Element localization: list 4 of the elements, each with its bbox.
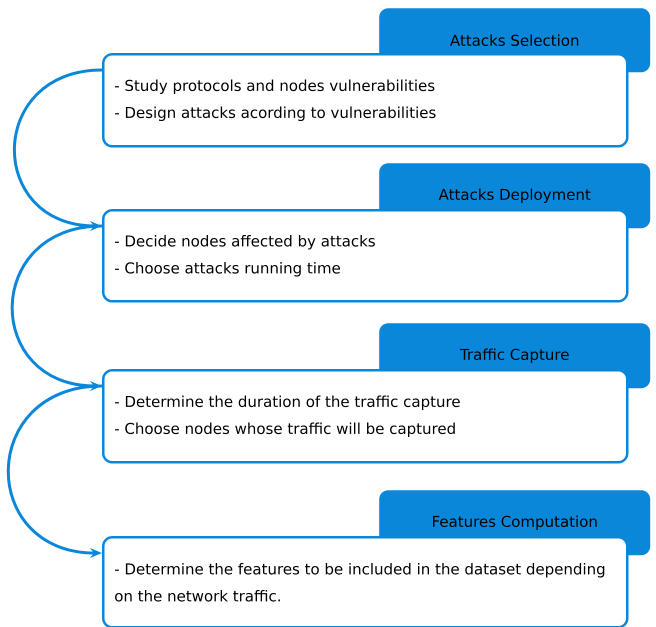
step-box: - Determine the duration of the traffic capture - Choose nodes whose traffic will be captured (102, 369, 628, 464)
step-box: - Decide nodes affected by attacks - Choose attacks running time (102, 209, 628, 302)
step-box: - Determine the features to be included in the dataset depending on the network traffic. (102, 536, 628, 627)
step-box: - Study protocols and nodes vulnerabilities - Design attacks acording to vulnerabilities (102, 53, 628, 148)
